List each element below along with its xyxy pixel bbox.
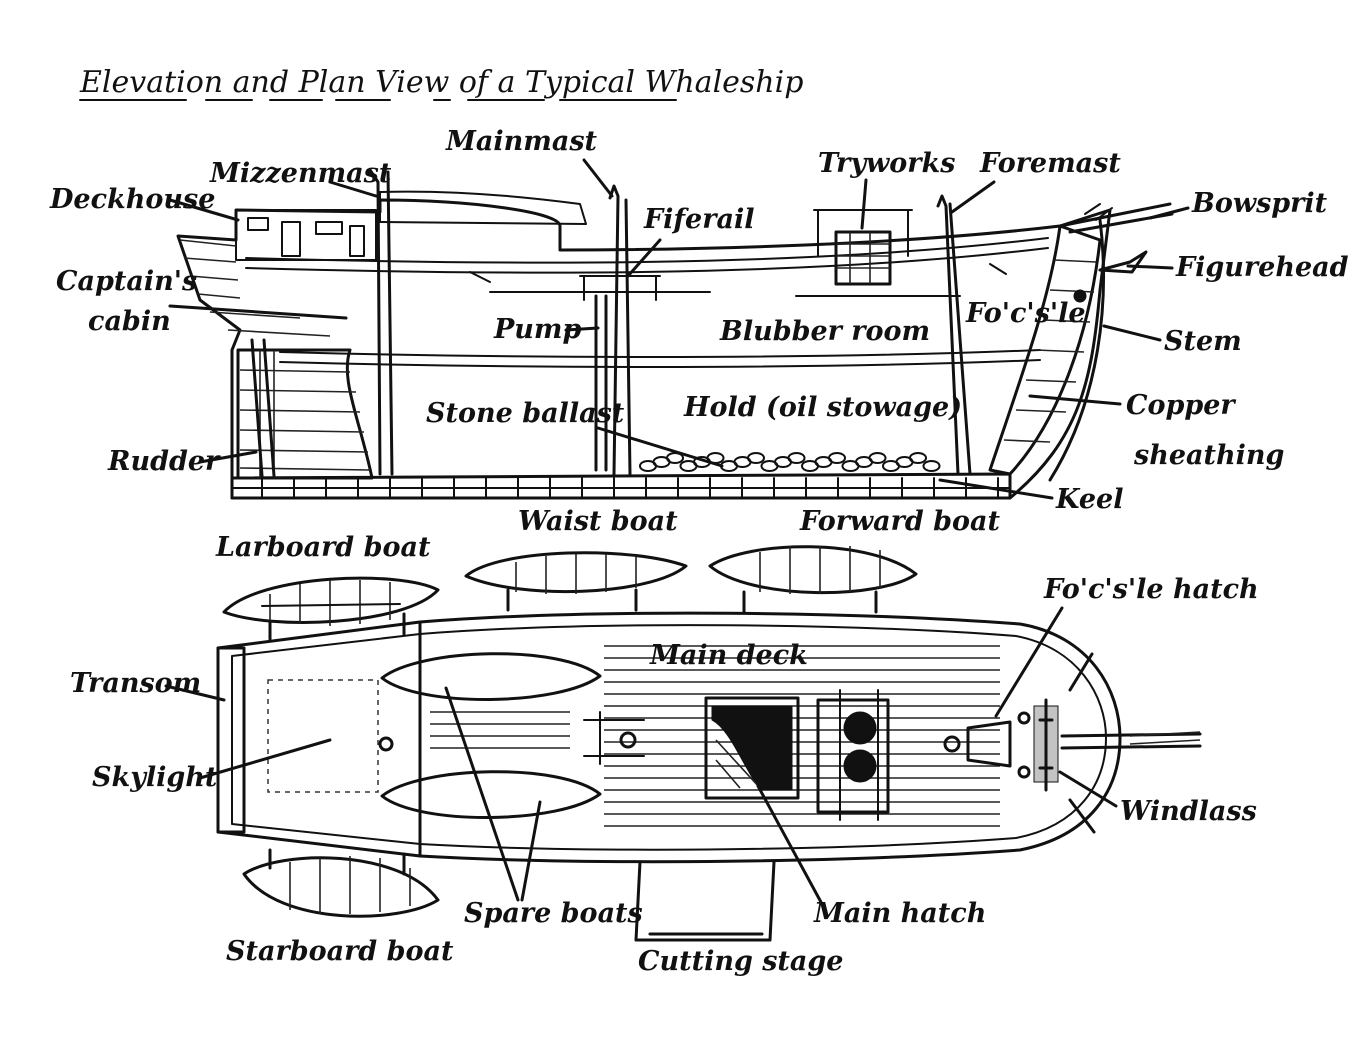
mizzenmast xyxy=(368,168,394,476)
tryworks xyxy=(813,209,913,286)
label-starboard-boat: Starboard boat xyxy=(226,936,454,967)
label-larboard-boat: Larboard boat xyxy=(215,532,431,563)
bowsprit-plan xyxy=(1060,732,1202,750)
diagram-title: Elevation and Plan View of a Typical Wha… xyxy=(79,65,803,100)
label-mainmast: Mainmast xyxy=(445,126,598,157)
label-blubber-room: Blubber room xyxy=(719,316,930,347)
rudder xyxy=(250,338,276,478)
spare-boat-upper xyxy=(380,652,602,701)
starboard-boat xyxy=(242,848,440,918)
label-copper-line1: Copper xyxy=(1126,390,1236,421)
stone-ballast xyxy=(639,452,941,472)
skylight xyxy=(267,679,379,793)
label-mizzenmast: Mizzenmast xyxy=(209,158,392,189)
fiferail xyxy=(579,275,661,301)
label-figurehead: Figurehead xyxy=(1175,252,1349,283)
label-forward-boat: Forward boat xyxy=(799,506,1001,537)
tryworks-plan xyxy=(816,689,890,821)
larboard-boat xyxy=(222,576,440,642)
mainmast xyxy=(608,184,632,476)
elevation-view xyxy=(176,168,1174,500)
label-captains-cabin-line1: Captain's xyxy=(56,266,197,297)
label-cutting-stage: Cutting stage xyxy=(638,946,843,977)
label-focsle: Fo'c's'le xyxy=(965,298,1086,329)
label-main-hatch: Main hatch xyxy=(813,898,986,929)
label-fiferail: Fiferail xyxy=(643,204,754,235)
label-hold: Hold (oil stowage) xyxy=(683,392,962,423)
main-hatch xyxy=(704,696,800,800)
plan-leaders xyxy=(164,606,1118,906)
label-waist-boat: Waist boat xyxy=(518,506,678,537)
stem xyxy=(1048,218,1105,482)
figurehead xyxy=(1098,250,1148,274)
foremast xyxy=(936,194,972,476)
focsle-hatch xyxy=(966,720,1012,768)
label-focsle-hatch: Fo'c's'le hatch xyxy=(1043,574,1259,605)
elevation-leaders xyxy=(168,158,1190,500)
label-main-deck: Main deck xyxy=(649,640,808,671)
plan-labels: Waist boat Forward boat Larboard boat Fo… xyxy=(70,506,1259,977)
forward-boat xyxy=(708,545,918,614)
hull-outline xyxy=(176,198,1112,500)
deck-planks xyxy=(604,645,1000,827)
label-deckhouse: Deckhouse xyxy=(49,184,215,215)
spare-boats xyxy=(380,652,602,819)
waist-boat xyxy=(464,551,688,612)
label-transom: Transom xyxy=(70,668,201,699)
label-copper-line2: sheathing xyxy=(1133,440,1284,471)
cutting-stage xyxy=(634,860,776,942)
label-keel: Keel xyxy=(1055,484,1124,515)
masts xyxy=(368,168,972,476)
label-spare-boats: Spare boats xyxy=(464,898,643,929)
elevation-labels: Mainmast Mizzenmast Tryworks Foremast De… xyxy=(49,126,1349,515)
pump xyxy=(594,294,608,472)
label-tryworks: Tryworks xyxy=(818,148,955,179)
deckhouse-structure xyxy=(235,190,587,261)
label-foremast: Foremast xyxy=(979,148,1121,179)
transom xyxy=(216,646,246,834)
label-bowsprit: Bowsprit xyxy=(1191,188,1328,219)
label-captains-cabin-line2: cabin xyxy=(88,306,171,337)
spare-boat-lower xyxy=(380,770,602,819)
label-stone-ballast: Stone ballast xyxy=(426,398,625,429)
main-deck-outline xyxy=(216,611,1122,864)
plan-view xyxy=(216,545,1202,942)
windlass xyxy=(1033,698,1059,792)
stern-cutaway xyxy=(179,239,374,480)
label-windlass: Windlass xyxy=(1120,796,1257,827)
label-stem: Stem xyxy=(1164,326,1242,357)
bow-cutaway xyxy=(988,224,1102,476)
label-skylight: Skylight xyxy=(92,762,218,793)
